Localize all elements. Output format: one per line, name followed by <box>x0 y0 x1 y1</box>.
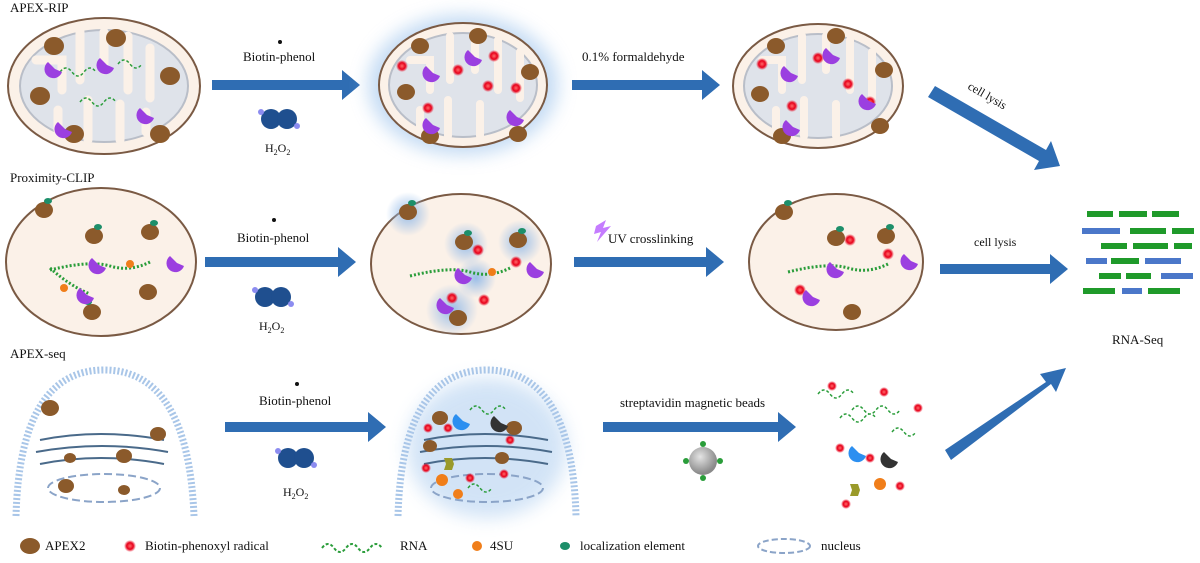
row-title-proximity-clip: Proximity-CLIP <box>10 170 95 185</box>
apex2-group-2 <box>397 28 539 144</box>
rip-step2-label: 0.1% formaldehyde <box>582 49 685 64</box>
radical-group-2 <box>396 50 522 114</box>
arrow-rip-1 <box>212 70 360 100</box>
arrow-seq-2 <box>603 412 796 442</box>
legend-nucleus-icon <box>757 538 811 554</box>
legend-localization-icon <box>560 542 570 550</box>
arrow-clip-1 <box>205 247 356 277</box>
legend-4su-label: 4SU <box>490 538 514 553</box>
arrow-rip-2 <box>572 70 720 100</box>
arrow-clip-2 <box>574 247 724 277</box>
biotin-dot-icon <box>272 218 276 222</box>
clip-cell-3 <box>748 193 924 331</box>
mito-cell-2 <box>368 15 558 155</box>
h2o2-molecule-icon <box>275 448 317 468</box>
clip-step1-label: Biotin-phenol <box>237 230 310 245</box>
rip-step1-label: Biotin-phenol <box>243 49 316 64</box>
row-title-apex-rip: APEX-RIP <box>10 0 69 15</box>
apex2-group-1 <box>30 29 180 143</box>
nucleus-cell-2 <box>394 366 580 518</box>
seq-step2-label: streptavidin magnetic beads <box>620 395 765 410</box>
mito-cell-3 <box>732 23 904 149</box>
clip-step2-label: UV crosslinking <box>608 231 694 246</box>
h2o2-molecule-icon <box>258 109 300 129</box>
mito-cell-1 <box>7 17 201 155</box>
rna-seq-reads <box>1082 211 1194 294</box>
rna-seq-label: RNA-Seq <box>1112 332 1164 347</box>
seq-step1-label: Biotin-phenol <box>259 393 332 408</box>
rip-h2o2-label: H2O2 <box>265 141 290 157</box>
arrow-clip-3 <box>940 254 1068 284</box>
legend-rna-icon <box>321 543 383 553</box>
arrow-seq-1 <box>225 412 386 442</box>
legend-rna-label: RNA <box>400 538 428 553</box>
clip-step3-label: cell lysis <box>974 235 1017 249</box>
captured-products <box>817 381 923 509</box>
legend-4su-icon <box>472 541 482 551</box>
uv-lightning-icon <box>594 220 611 242</box>
arrow-rip-3 <box>928 86 1060 170</box>
legend-localization-label: localization element <box>580 538 685 553</box>
purple-protein-group-1 <box>44 58 154 139</box>
clip-h2o2-label: H2O2 <box>259 319 284 335</box>
seq-h2o2-label: H2O2 <box>283 485 308 501</box>
clip-cell-1-contents <box>35 198 184 320</box>
legend-apex2-label: APEX2 <box>45 538 85 553</box>
biotin-dot-icon <box>295 382 299 386</box>
purple-protein-group-2 <box>422 50 524 135</box>
legend-radical-icon <box>124 540 136 552</box>
biotin-dot-icon <box>278 40 282 44</box>
arrow-seq-3 <box>945 368 1066 460</box>
nucleus-cell-1 <box>12 366 198 517</box>
h2o2-molecule-icon <box>252 287 294 307</box>
row-title-apex-seq: APEX-seq <box>10 346 66 361</box>
clip-cell-2-contents <box>399 200 544 326</box>
clip-cell-3-contents <box>775 200 918 320</box>
purple-protein-group-3 <box>780 48 876 137</box>
legend-apex2-icon <box>20 538 40 554</box>
legend: APEX2 Biotin-phenoxyl radical RNA 4SU lo… <box>20 538 861 554</box>
legend-nucleus-label: nucleus <box>821 538 861 553</box>
legend-radical-label: Biotin-phenoxyl radical <box>145 538 269 553</box>
magnetic-bead-icon <box>683 441 723 481</box>
